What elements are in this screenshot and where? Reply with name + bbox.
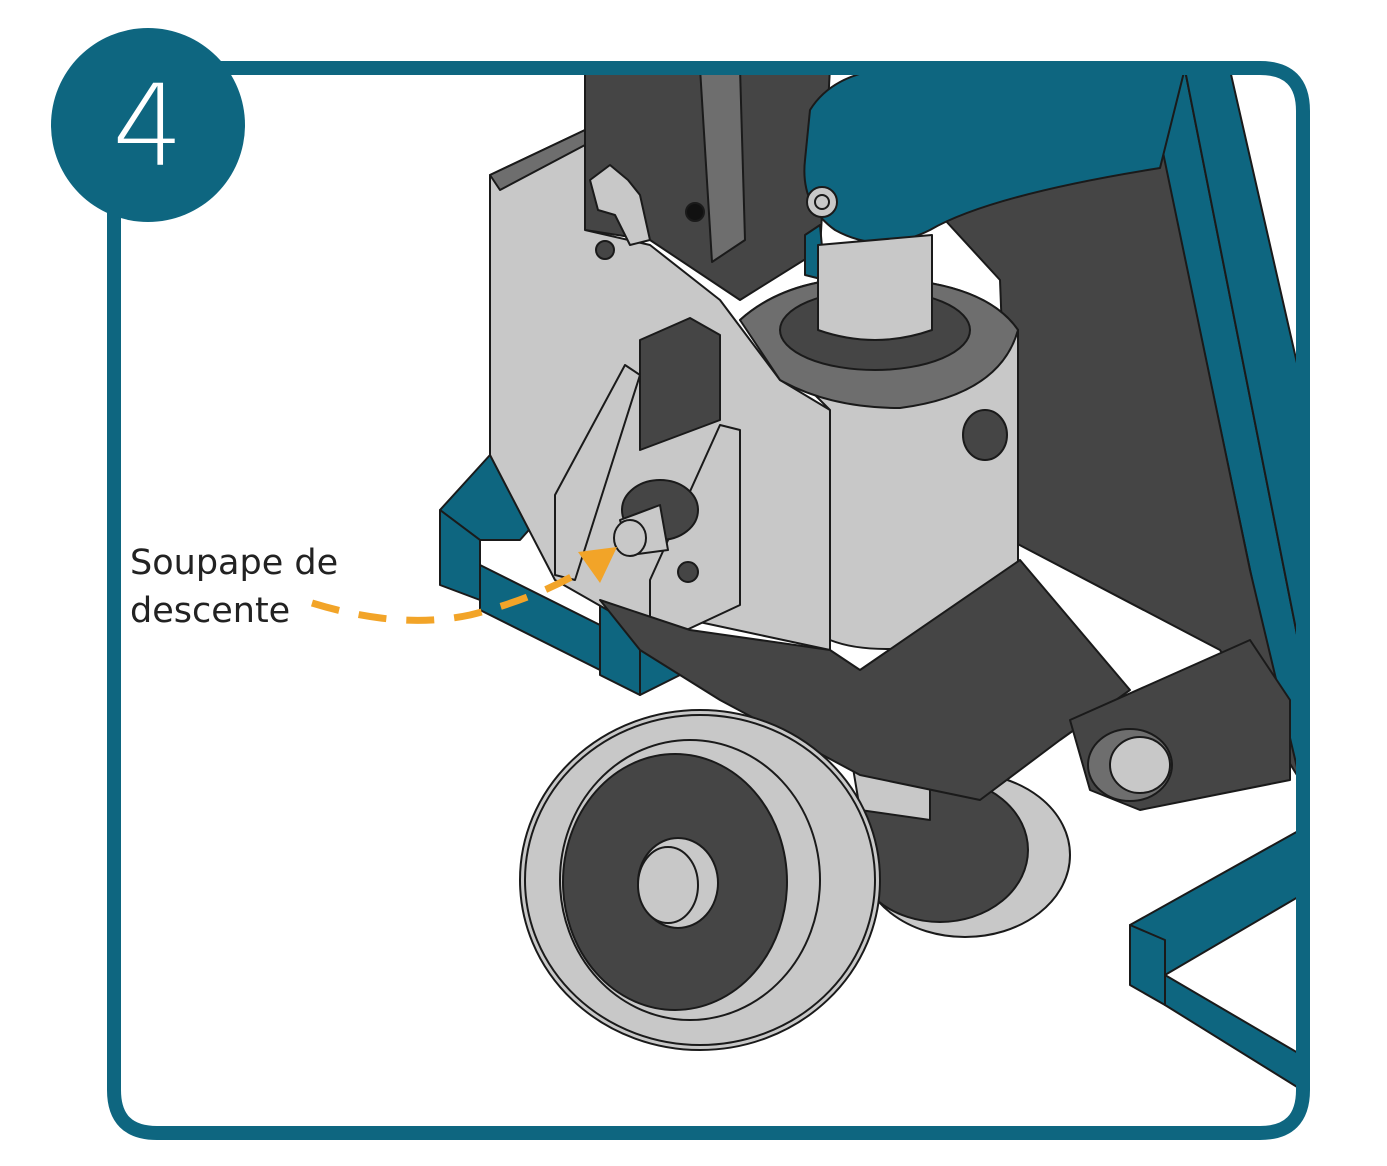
- callout-line-1: Soupape de: [130, 543, 338, 583]
- callout-arrow-line: [310, 571, 577, 624]
- pump-cylinder: [739, 234, 1019, 650]
- dashed-curved-arrow-icon: [310, 547, 617, 624]
- pump-housing: [489, 129, 831, 651]
- panel-frame: [107, 61, 1310, 1140]
- fork-frame-right: [1129, 69, 1303, 1096]
- front-wheel: [519, 709, 881, 1051]
- release-valve: [613, 479, 699, 557]
- callout-line-2: descente: [130, 591, 290, 631]
- callout-label: Soupape de descente: [130, 543, 338, 631]
- step-number: 4: [112, 62, 183, 192]
- pallet-truck-illustration: [439, 68, 1303, 1096]
- bolts: [589, 164, 838, 583]
- callout-arrowhead: [578, 547, 617, 583]
- base-arm: [599, 559, 1291, 811]
- step-badge: 4: [51, 28, 245, 222]
- step-badge-circle: [51, 28, 245, 222]
